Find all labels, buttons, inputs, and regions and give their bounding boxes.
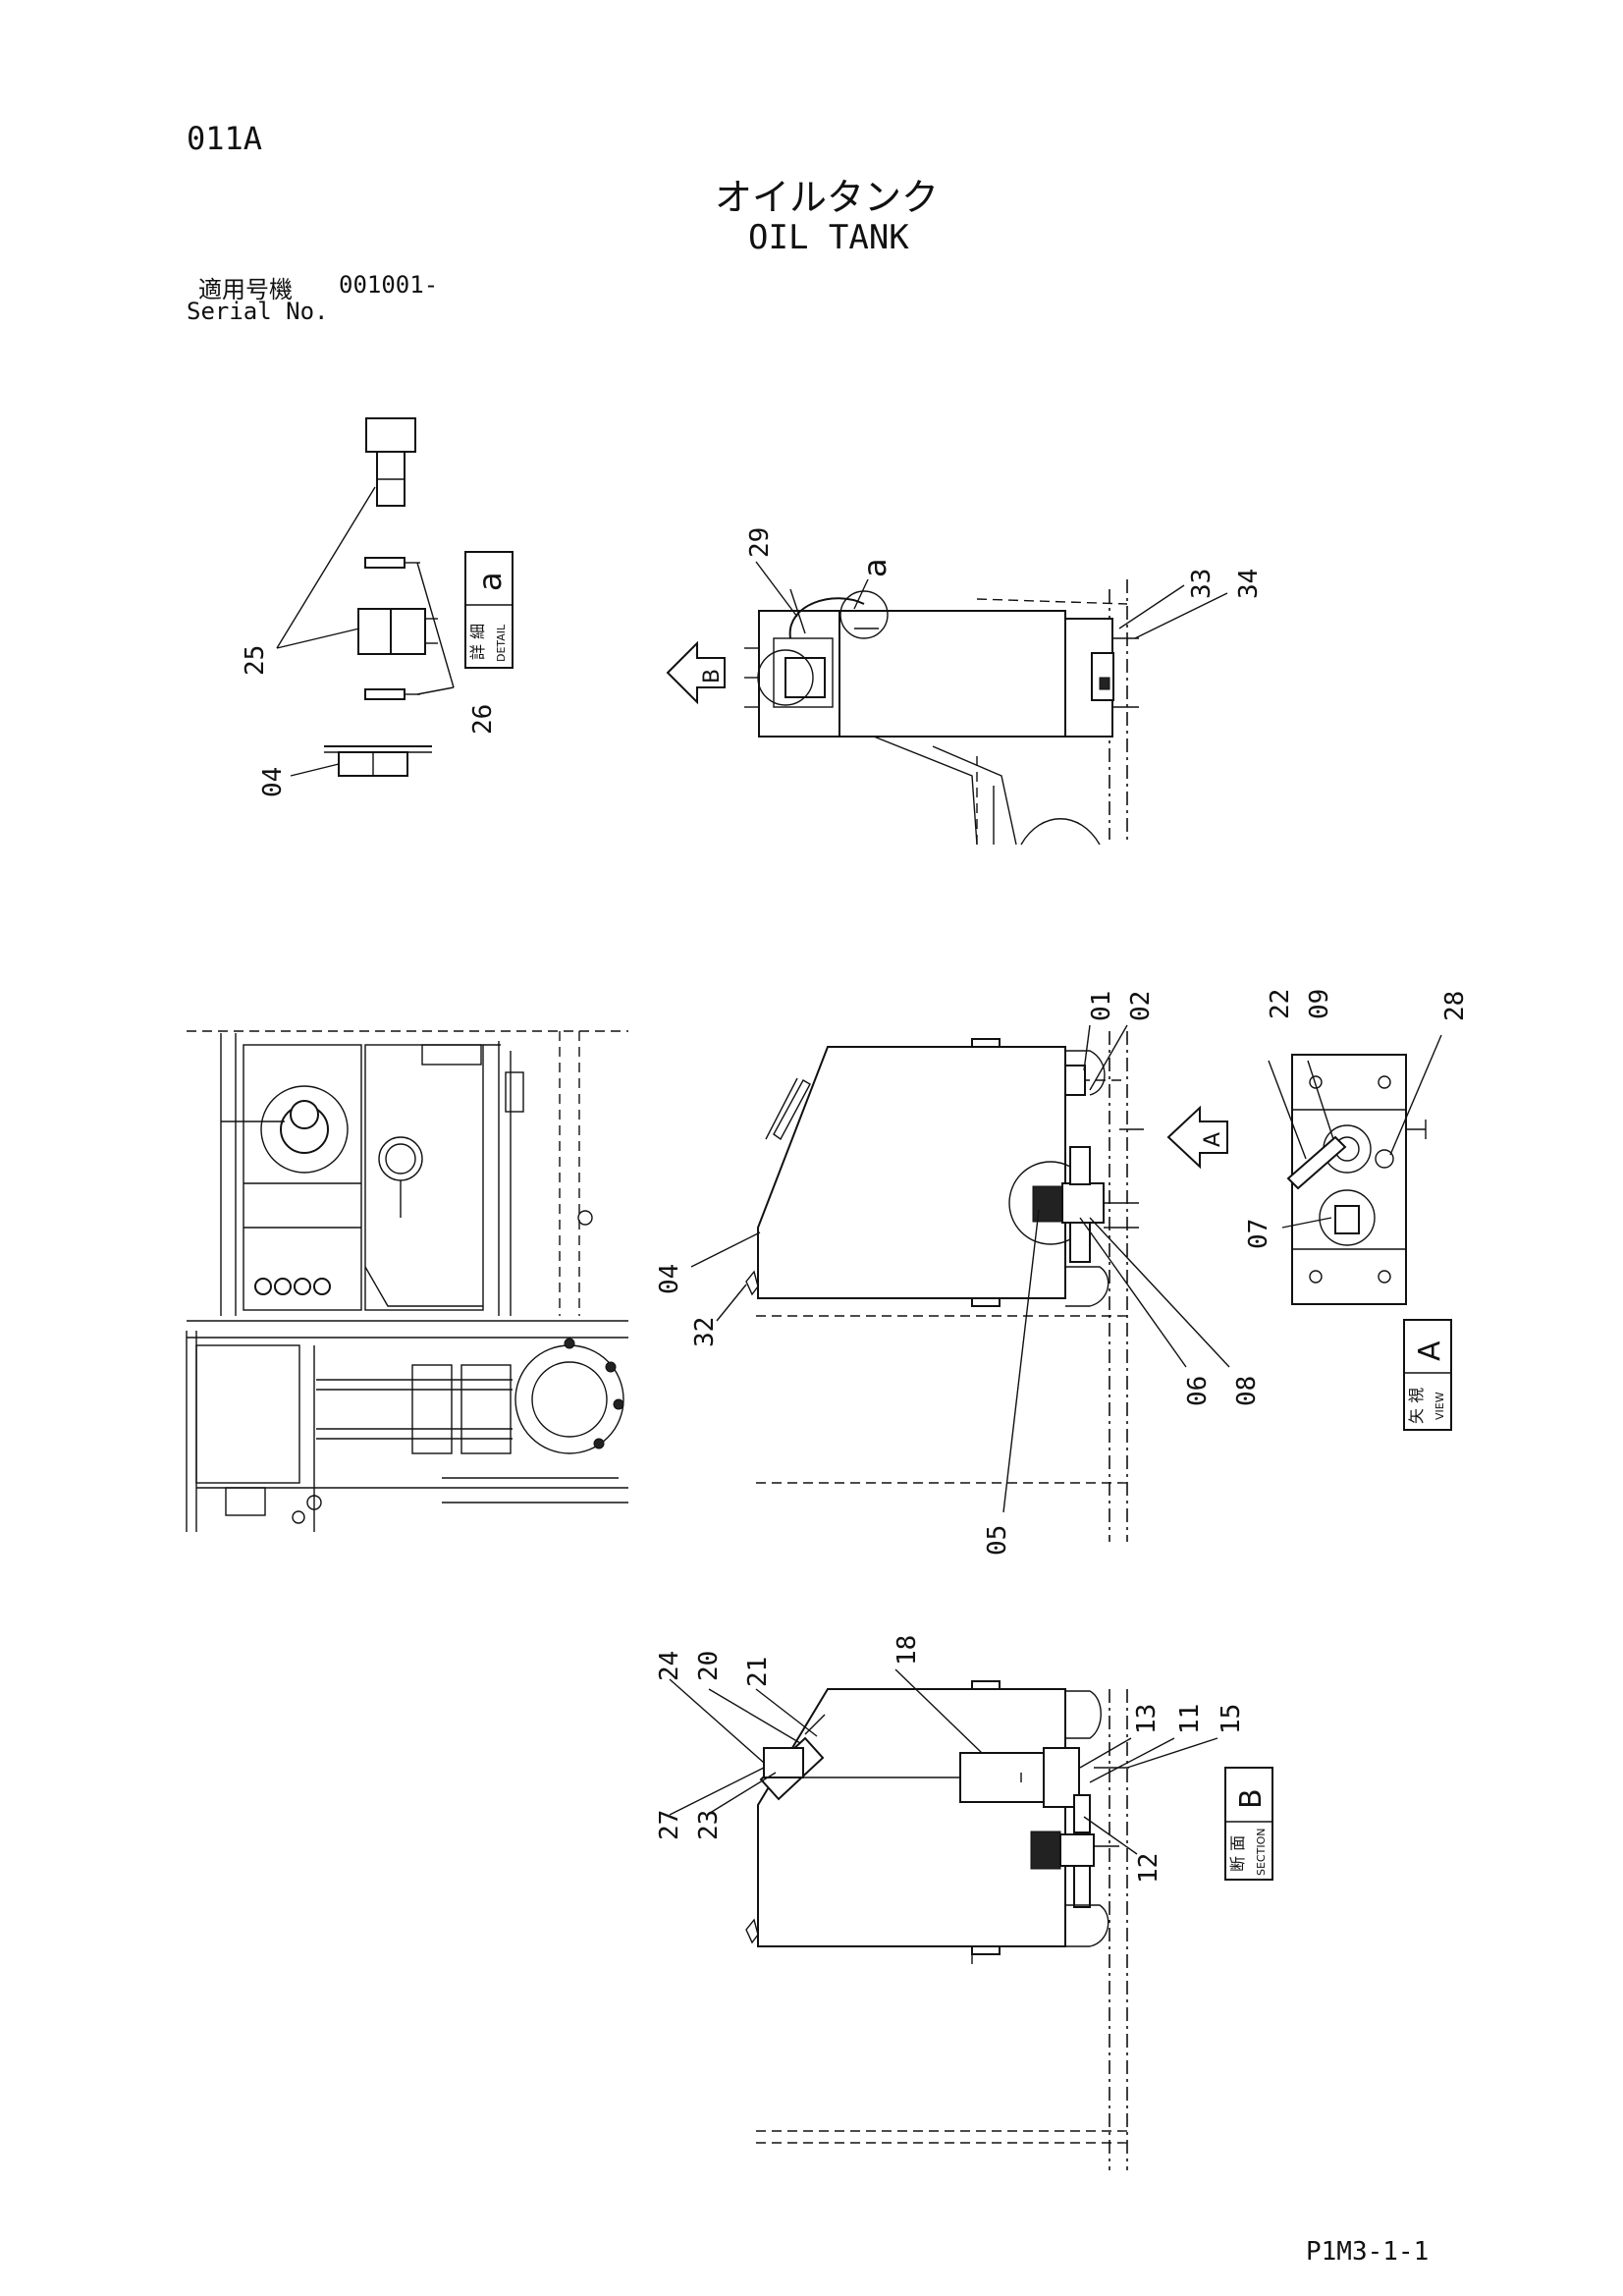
detail-a-parts	[324, 417, 438, 777]
part-number-05: 05	[983, 1525, 1012, 1556]
part-number-32: 32	[690, 1317, 720, 1347]
part-number-08: 08	[1232, 1376, 1262, 1406]
view-a-leaders	[1268, 1034, 1442, 1229]
section-english: SECTION	[1255, 1829, 1268, 1876]
part-number-22: 22	[1266, 989, 1295, 1019]
callout-a: a	[856, 558, 893, 577]
part-number-09: 09	[1305, 989, 1334, 1019]
part-number-06: 06	[1183, 1376, 1213, 1406]
part-number-01: 01	[1087, 991, 1116, 1021]
serial-label-japanese: 適用号機	[198, 276, 293, 303]
top-view-tank	[744, 579, 1139, 846]
view-english: VIEW	[1434, 1392, 1446, 1420]
detail-letter: a	[471, 572, 509, 591]
section-b-tank	[745, 1680, 1129, 2170]
part-number-26: 26	[468, 704, 498, 735]
section-japanese: 断 面	[1228, 1835, 1247, 1872]
view-arrow-b	[666, 640, 726, 705]
detail-japanese: 詳 細	[468, 624, 487, 660]
section-b-leaders	[669, 1668, 1218, 1855]
serial-value: 001001-	[339, 271, 439, 299]
part-number-04-detail: 04	[258, 767, 288, 797]
part-number-20: 20	[694, 1651, 724, 1681]
part-number-21: 21	[743, 1657, 773, 1687]
part-number-33: 33	[1187, 569, 1217, 599]
part-number-07: 07	[1244, 1219, 1273, 1249]
part-number-18: 18	[893, 1635, 922, 1666]
serial-label-english: Serial No.	[187, 298, 329, 325]
top-view-leaders	[755, 561, 1228, 639]
arrow-a-letter: A	[1201, 1132, 1225, 1147]
view-japanese: 矢 視	[1407, 1388, 1426, 1424]
page-reference: P1M3-1-1	[1306, 2237, 1430, 2267]
main-side-view-tank	[745, 1031, 1144, 1542]
section-b-label-box	[1224, 1767, 1273, 1881]
part-number-11: 11	[1175, 1704, 1205, 1734]
part-number-23: 23	[694, 1810, 724, 1840]
part-number-12: 12	[1134, 1853, 1163, 1884]
title-english: OIL TANK	[748, 218, 909, 257]
part-number-24: 24	[655, 1651, 684, 1681]
part-number-13: 13	[1132, 1704, 1162, 1734]
page-code: 011A	[187, 120, 263, 157]
machine-frame-plan	[186, 1030, 628, 1532]
main-side-view-leaders	[690, 1024, 1230, 1513]
arrow-b-letter: B	[700, 669, 725, 683]
part-number-29: 29	[745, 527, 775, 558]
part-number-25: 25	[241, 645, 270, 676]
part-number-34: 34	[1234, 569, 1264, 599]
part-number-02: 02	[1126, 991, 1156, 1021]
detail-english: DETAIL	[495, 624, 508, 662]
detail-a-leaders	[276, 486, 455, 777]
part-number-15: 15	[1217, 1704, 1246, 1734]
view-a-label-box	[1403, 1319, 1452, 1431]
part-number-04-main: 04	[655, 1264, 684, 1294]
part-number-28: 28	[1440, 991, 1470, 1021]
part-number-27: 27	[655, 1810, 684, 1840]
view-arrow-a	[1166, 1105, 1228, 1170]
title-japanese: オイルタンク	[715, 176, 940, 219]
section-letter: B	[1234, 1788, 1269, 1809]
detail-a-label-box	[464, 551, 514, 669]
view-letter: A	[1413, 1340, 1447, 1361]
view-a-flange	[1286, 1054, 1427, 1305]
